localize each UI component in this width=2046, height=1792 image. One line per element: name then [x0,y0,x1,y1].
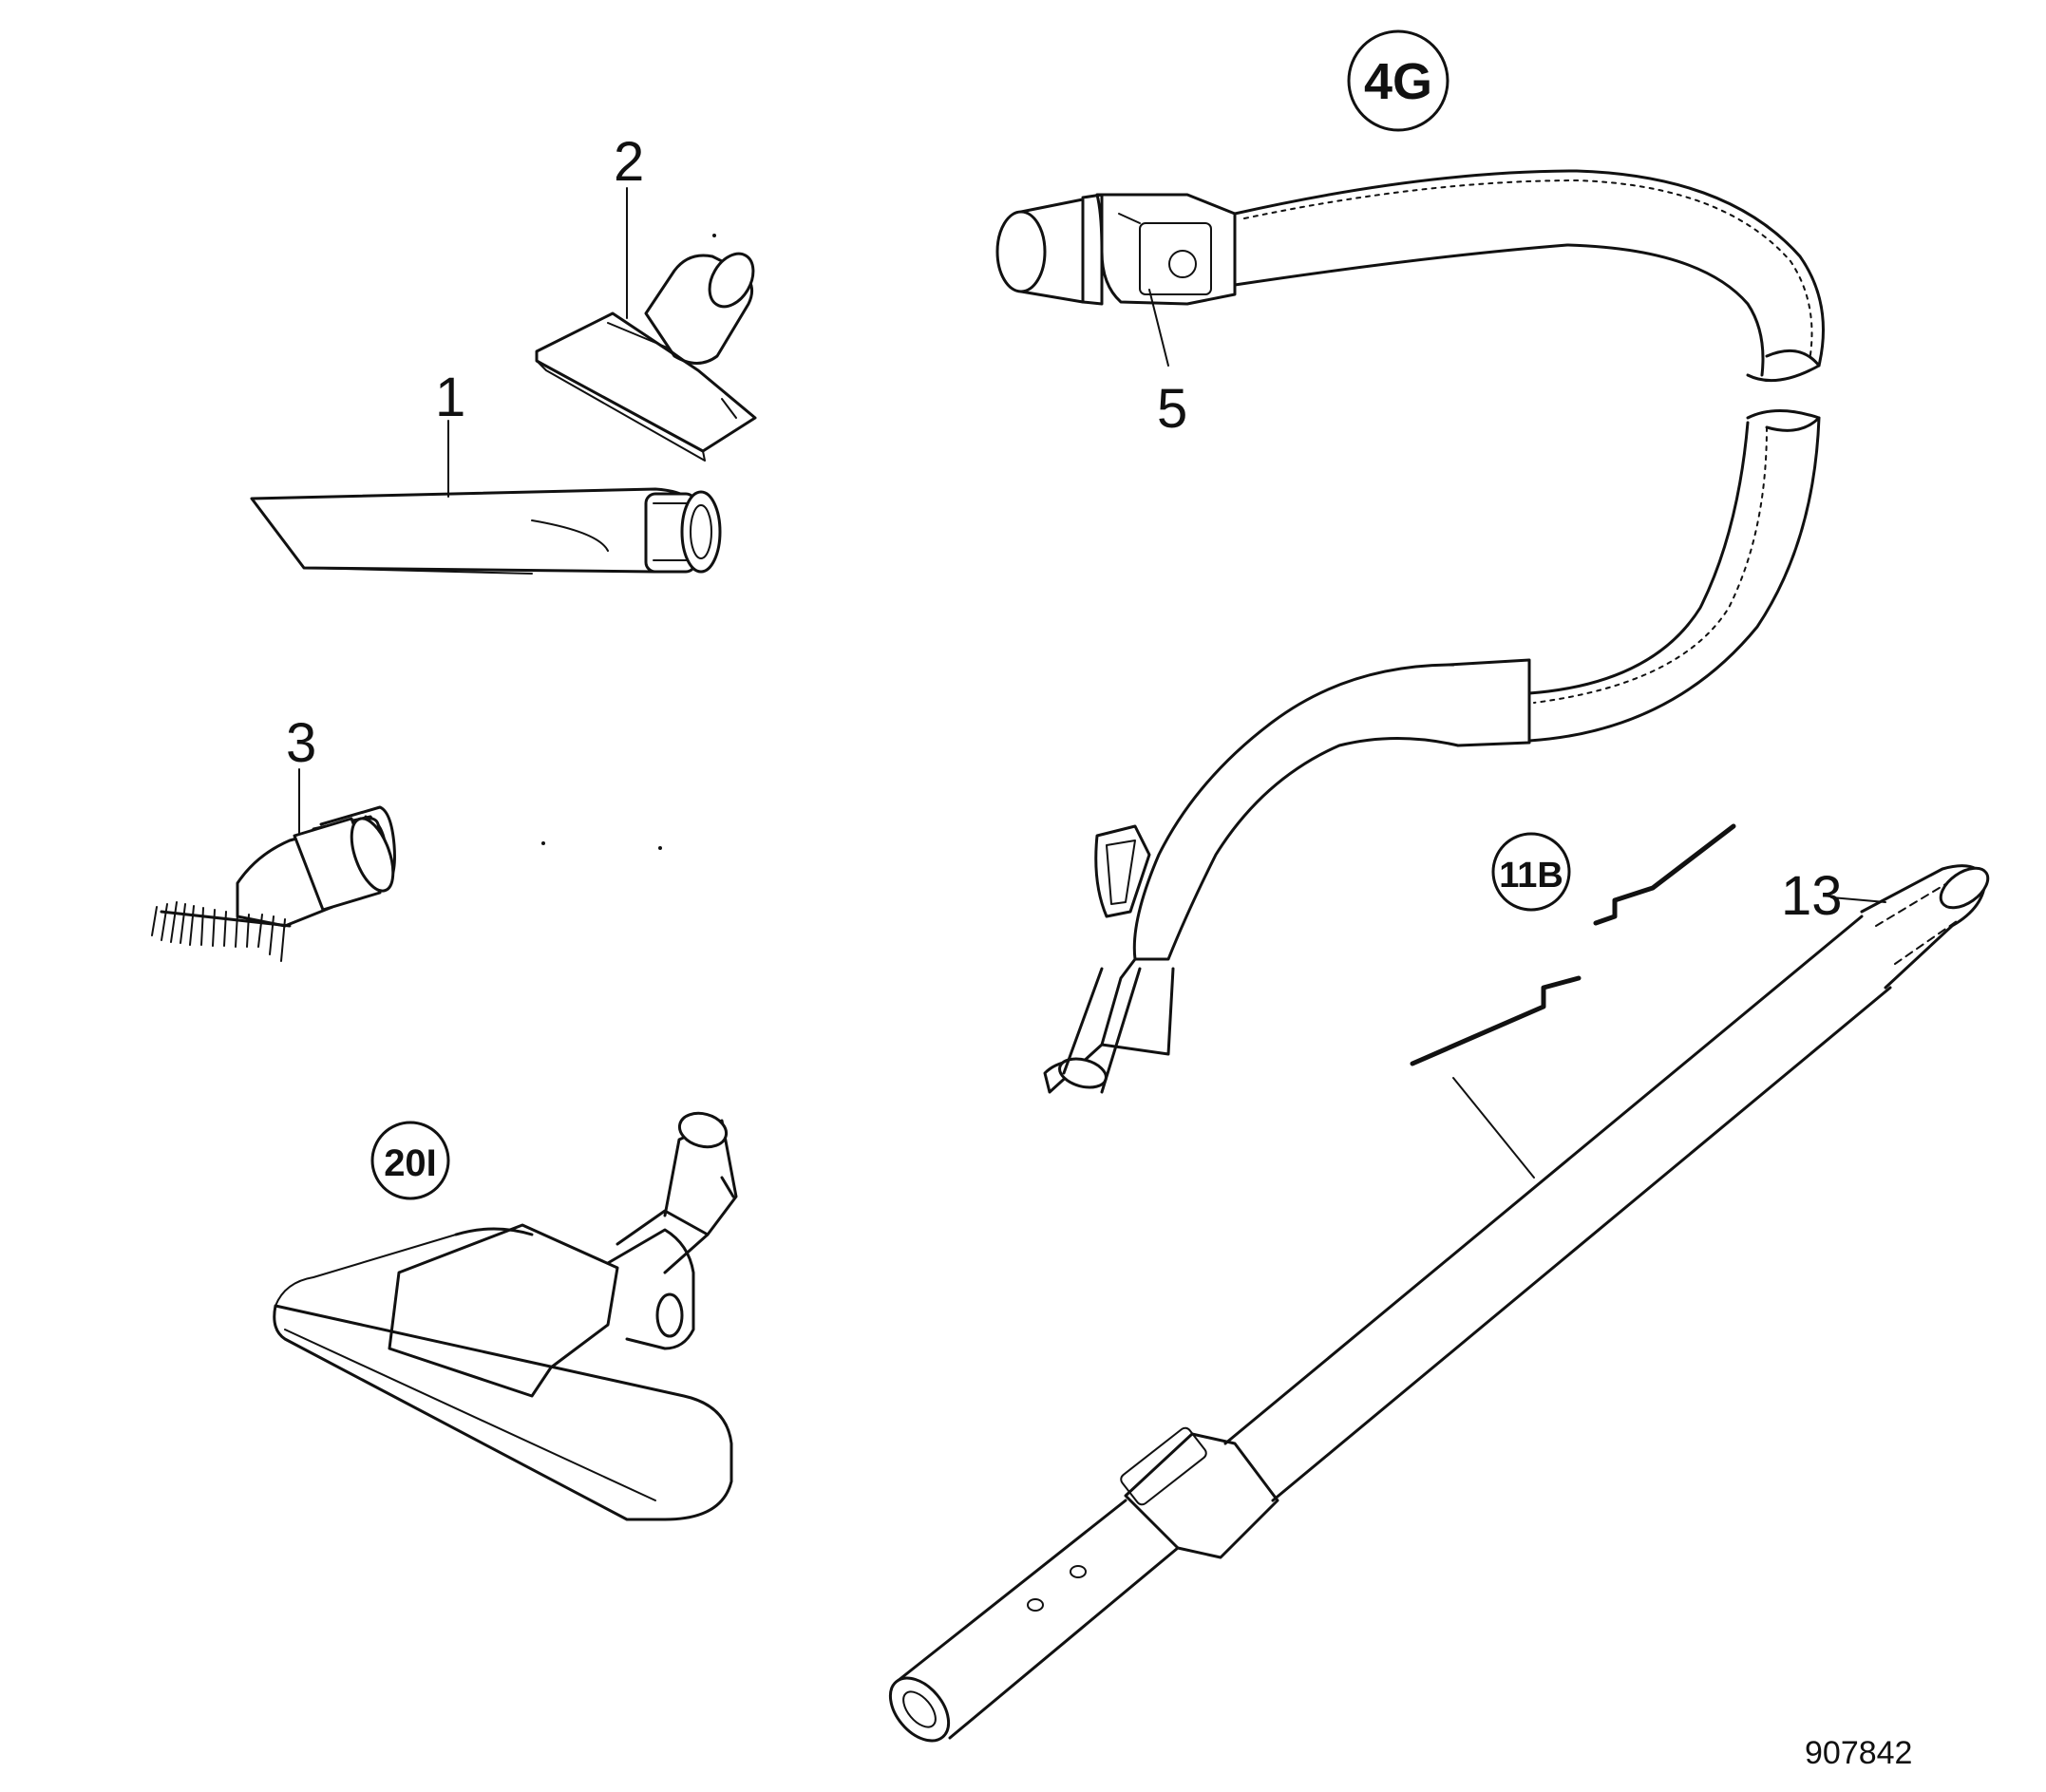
callout-circle-20I [370,1121,450,1200]
label-20I: 20I [384,1142,437,1184]
leader-13 [1830,896,1886,903]
upholstery-nozzle [535,252,757,462]
brush-neck-opening [350,817,395,893]
print-dot [712,234,716,237]
label-4G: 4G [1364,53,1432,110]
label-1: 1 [435,367,465,428]
floor-nozzle [273,1111,738,1521]
brush-bristles [151,901,292,962]
callout-circle-11B [1491,832,1571,912]
callout-circle-4G [1347,29,1449,132]
crevice-tool [250,487,722,575]
leader-11B [1452,1077,1535,1179]
leader-5 [1148,289,1169,367]
wand-assembly [888,864,1990,1743]
figure-code: 907842 [1805,1735,1912,1771]
print-dot [658,846,662,850]
label-3: 3 [286,712,316,774]
print-dot [541,841,545,845]
wand-length-bracket [1410,823,1736,1066]
hose-assembly [995,169,1825,1094]
label-5: 5 [1157,378,1187,440]
label-13: 13 [1781,865,1843,927]
label-2: 2 [614,131,644,193]
label-11B: 11B [1499,856,1563,896]
